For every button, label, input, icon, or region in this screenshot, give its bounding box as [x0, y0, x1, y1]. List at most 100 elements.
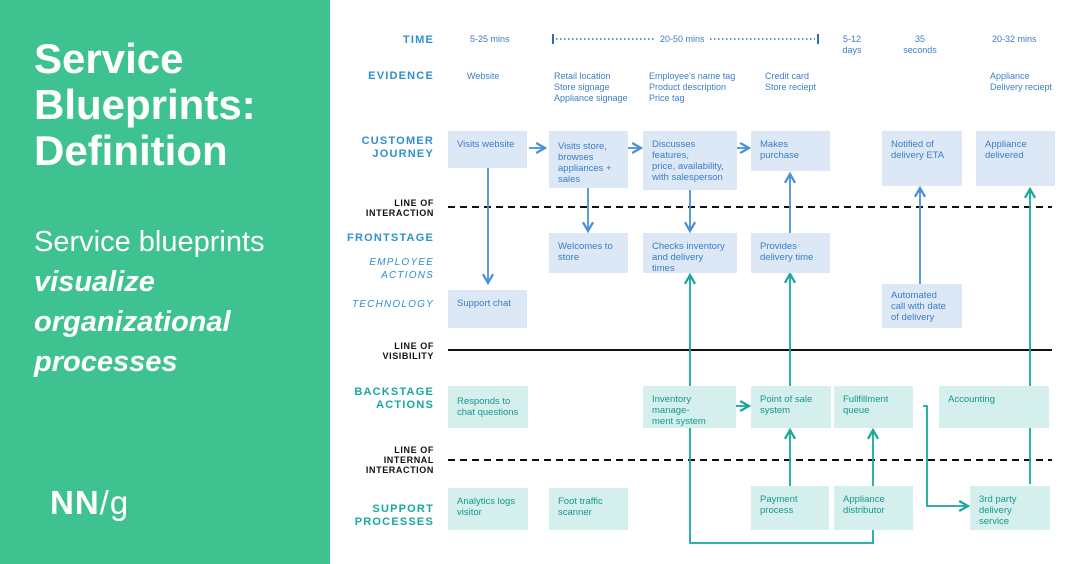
- label-line: EMPLOYEE: [369, 257, 434, 268]
- subtitle-emphasis: visualize: [34, 266, 155, 298]
- logo-nn: NN: [50, 484, 100, 521]
- support-appliance-distributor: Appliance distributor: [834, 486, 913, 530]
- box-line: delivered: [985, 150, 1024, 161]
- box-line: Point of sale: [760, 394, 813, 405]
- backstage-point-of-sale: Point of sale system: [751, 386, 831, 428]
- box-line: Responds to: [457, 396, 511, 407]
- row-label-frontstage: FRONTSTAGE: [347, 232, 434, 244]
- subtitle-text: Service blueprints: [34, 226, 265, 258]
- evidence-line: Retail location: [554, 71, 611, 81]
- label-line: LINE OF: [394, 198, 434, 208]
- journey-visits-store: Visits store, browses appliances + sales: [549, 131, 628, 188]
- evidence-line: Price tag: [649, 93, 685, 103]
- box-line: Automated: [891, 290, 937, 301]
- box-line: visitor: [457, 507, 482, 518]
- label-line: INTERACTION: [365, 208, 434, 218]
- evidence-delivery: Appliance Delivery reciept: [990, 71, 1052, 93]
- box-line: scanner: [558, 507, 592, 518]
- box-line: Welcomes to: [558, 241, 613, 252]
- time-value: 5-25 mins: [470, 34, 510, 44]
- label-line: SUPPORT: [372, 503, 434, 515]
- time-span-bar: [552, 34, 819, 44]
- subtitle-emphasis: organizational: [34, 306, 231, 338]
- subtitle-emphasis: processes: [34, 346, 178, 378]
- row-label-line-of-visibility: LINE OF VISIBILITY: [382, 341, 434, 361]
- box-line: 3rd party: [979, 494, 1017, 505]
- logo-g: g: [109, 484, 130, 521]
- journey-appliance-delivered: Appliance delivered: [976, 131, 1055, 186]
- support-payment-process: Payment process: [751, 486, 829, 530]
- box-line: call with date: [891, 301, 946, 312]
- label-line: VISIBILITY: [382, 351, 434, 361]
- service-blueprint-diagram: TIME EVIDENCE CUSTOMER JOURNEY LINE OF I…: [330, 0, 1080, 564]
- time-value: 5-12 days: [835, 34, 869, 56]
- row-label-employee-actions: EMPLOYEE ACTIONS: [369, 256, 434, 282]
- evidence-line: Credit card: [765, 71, 810, 81]
- box-line: delivery ETA: [891, 150, 945, 161]
- box-line: Provides: [760, 241, 797, 252]
- evidence-store: Retail location Store signage Appliance …: [554, 71, 628, 104]
- evidence-line: Appliance: [990, 71, 1030, 81]
- time-line: days: [842, 45, 862, 55]
- time-value: 20-50 mins: [660, 34, 705, 44]
- box-line: Notified of: [891, 139, 934, 150]
- label-line: PROCESSES: [354, 516, 434, 528]
- time-value: 20-32 mins: [992, 34, 1037, 44]
- label-line: LINE OF: [394, 341, 434, 351]
- evidence-line: Store signage: [554, 82, 610, 92]
- journey-visits-website: Visits website: [448, 131, 527, 168]
- box-line: Visits website: [457, 139, 515, 150]
- box-line: process: [760, 505, 794, 516]
- box-line: Appliance: [843, 494, 885, 505]
- box-line: Accounting: [948, 394, 996, 405]
- evidence-website: Website: [467, 71, 499, 82]
- box-line: distributor: [843, 505, 885, 516]
- box-line: Makes purchase: [760, 139, 800, 161]
- backstage-fulfillment-queue: Fullfillment queue: [834, 386, 913, 428]
- box-line: Foot traffic: [558, 496, 603, 507]
- label-line: CUSTOMER: [361, 135, 434, 147]
- title-line: Service: [34, 35, 184, 82]
- evidence-line: Employee's name tag: [649, 71, 736, 81]
- box-line: browses: [558, 152, 594, 163]
- evidence-employee: Employee's name tag Product description …: [649, 71, 735, 104]
- backstage-responds-chat: Responds to chat questions: [448, 386, 528, 428]
- box-line: Discusses features,: [652, 139, 696, 161]
- title-panel: Service Blueprints: Definition Service b…: [0, 0, 330, 564]
- row-label-line-of-interaction: LINE OF INTERACTION: [366, 198, 434, 218]
- time-line: seconds: [903, 45, 937, 55]
- frontstage-welcomes: Welcomes to store: [549, 233, 628, 273]
- backstage-inventory-management: Inventory manage- ment system: [643, 386, 736, 428]
- title-line: Definition: [34, 127, 228, 174]
- label-line: LINE OF: [394, 445, 434, 455]
- label-line: JOURNEY: [372, 148, 434, 160]
- evidence-line: Product description: [649, 82, 727, 92]
- support-foot-traffic: Foot traffic scanner: [549, 488, 628, 530]
- evidence-line: Store reciept: [765, 82, 817, 92]
- evidence-line: Appliance signage: [554, 93, 628, 103]
- box-line: Checks inventory: [652, 241, 725, 252]
- box-line: Fullfillment: [843, 394, 889, 405]
- frontstage-checks-inventory: Checks inventory and delivery times: [643, 233, 737, 274]
- label-line: ACTIONS: [381, 270, 434, 281]
- support-analytics-logs: Analytics logs visitor: [448, 488, 528, 530]
- journey-discusses-features: Discusses features, price, availability,…: [643, 131, 737, 190]
- box-line: Support chat: [457, 298, 511, 309]
- label-line: BACKSTAGE: [354, 386, 434, 398]
- box-line: system: [760, 405, 791, 416]
- frontstage-provides-delivery-time: Provides delivery time: [751, 233, 830, 273]
- slide-title: Service Blueprints: Definition: [34, 36, 324, 174]
- box-line: Payment: [760, 494, 798, 505]
- time-line: 35: [914, 34, 925, 44]
- box-line: of delivery: [891, 312, 935, 323]
- label-line: ACTIONS: [376, 399, 434, 411]
- evidence-line: Website: [467, 71, 500, 81]
- label-line: INTERNAL: [383, 455, 434, 465]
- row-label-customer-journey: CUSTOMER JOURNEY: [362, 135, 434, 161]
- box-line: chat questions: [457, 407, 519, 418]
- technology-automated-call: Automated call with date of delivery: [882, 284, 962, 328]
- box-line: with salesperson: [652, 172, 723, 183]
- row-label-line-of-internal-interaction: LINE OF INTERNAL INTERACTION: [366, 445, 434, 475]
- slide-subtitle: Service blueprints visualize organizatio…: [34, 222, 326, 382]
- nng-logo: NN/g: [50, 484, 129, 522]
